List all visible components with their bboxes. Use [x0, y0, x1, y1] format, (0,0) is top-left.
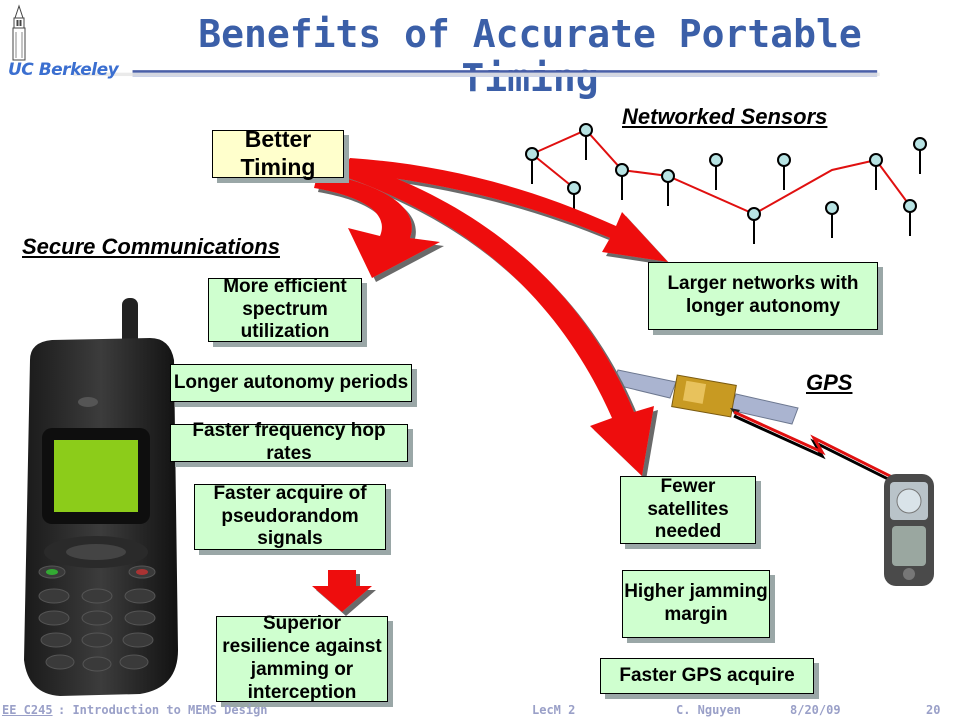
network-box: Larger networks with longer autonomy: [648, 262, 878, 330]
footer-author: C. Nguyen: [676, 703, 742, 717]
comm-box-autonomy: Longer autonomy periods: [170, 364, 412, 402]
comm-box-hop-rates: Faster frequency hop rates: [170, 420, 408, 464]
gps-box-acquire: Faster GPS acquire: [600, 658, 814, 694]
lightning-bolt-icon: [733, 410, 895, 484]
comm-box-spectrum: More efficient spectrum utilization: [208, 276, 362, 342]
networked-sensors-label: Networked Sensors: [622, 104, 828, 129]
arrow-to-networks: [340, 158, 668, 262]
better-timing-box: Better Timing: [212, 126, 344, 180]
cell-phone-image: [24, 298, 178, 696]
footer-lecture: LecM 2: [532, 703, 576, 717]
footer: EE C245 : Introduction to MEMS Design Le…: [0, 700, 953, 723]
arrow-to-satellites: [342, 160, 654, 476]
footer-date: 8/20/09: [790, 703, 841, 717]
uc-berkeley-logo: UC Berkeley: [8, 60, 119, 80]
footer-page: 20: [926, 703, 941, 717]
gps-label: GPS: [806, 370, 853, 395]
page-title: Benefits of Accurate Portable Timing: [198, 12, 862, 100]
gps-box-satellites: Fewer satellites needed: [620, 476, 756, 544]
footer-course-title: : Introduction to MEMS Design: [58, 703, 268, 717]
gps-box-jamming: Higher jamming margin: [622, 570, 770, 638]
header-rule: [73, 70, 880, 77]
satellite-image: [612, 369, 799, 425]
comm-box-pseudorandom: Faster acquire of pseudorandom signals: [194, 483, 386, 550]
down-arrow: [312, 570, 372, 612]
comm-box-resilience: Superior resilience against jamming or i…: [216, 613, 388, 703]
campanile-logo-icon: [12, 4, 26, 61]
gps-receiver-image: [884, 474, 934, 586]
arrow-to-spectrum: [314, 172, 440, 278]
secure-communications-label: Secure Communications: [22, 234, 280, 259]
footer-course-code: EE C245: [2, 703, 53, 717]
